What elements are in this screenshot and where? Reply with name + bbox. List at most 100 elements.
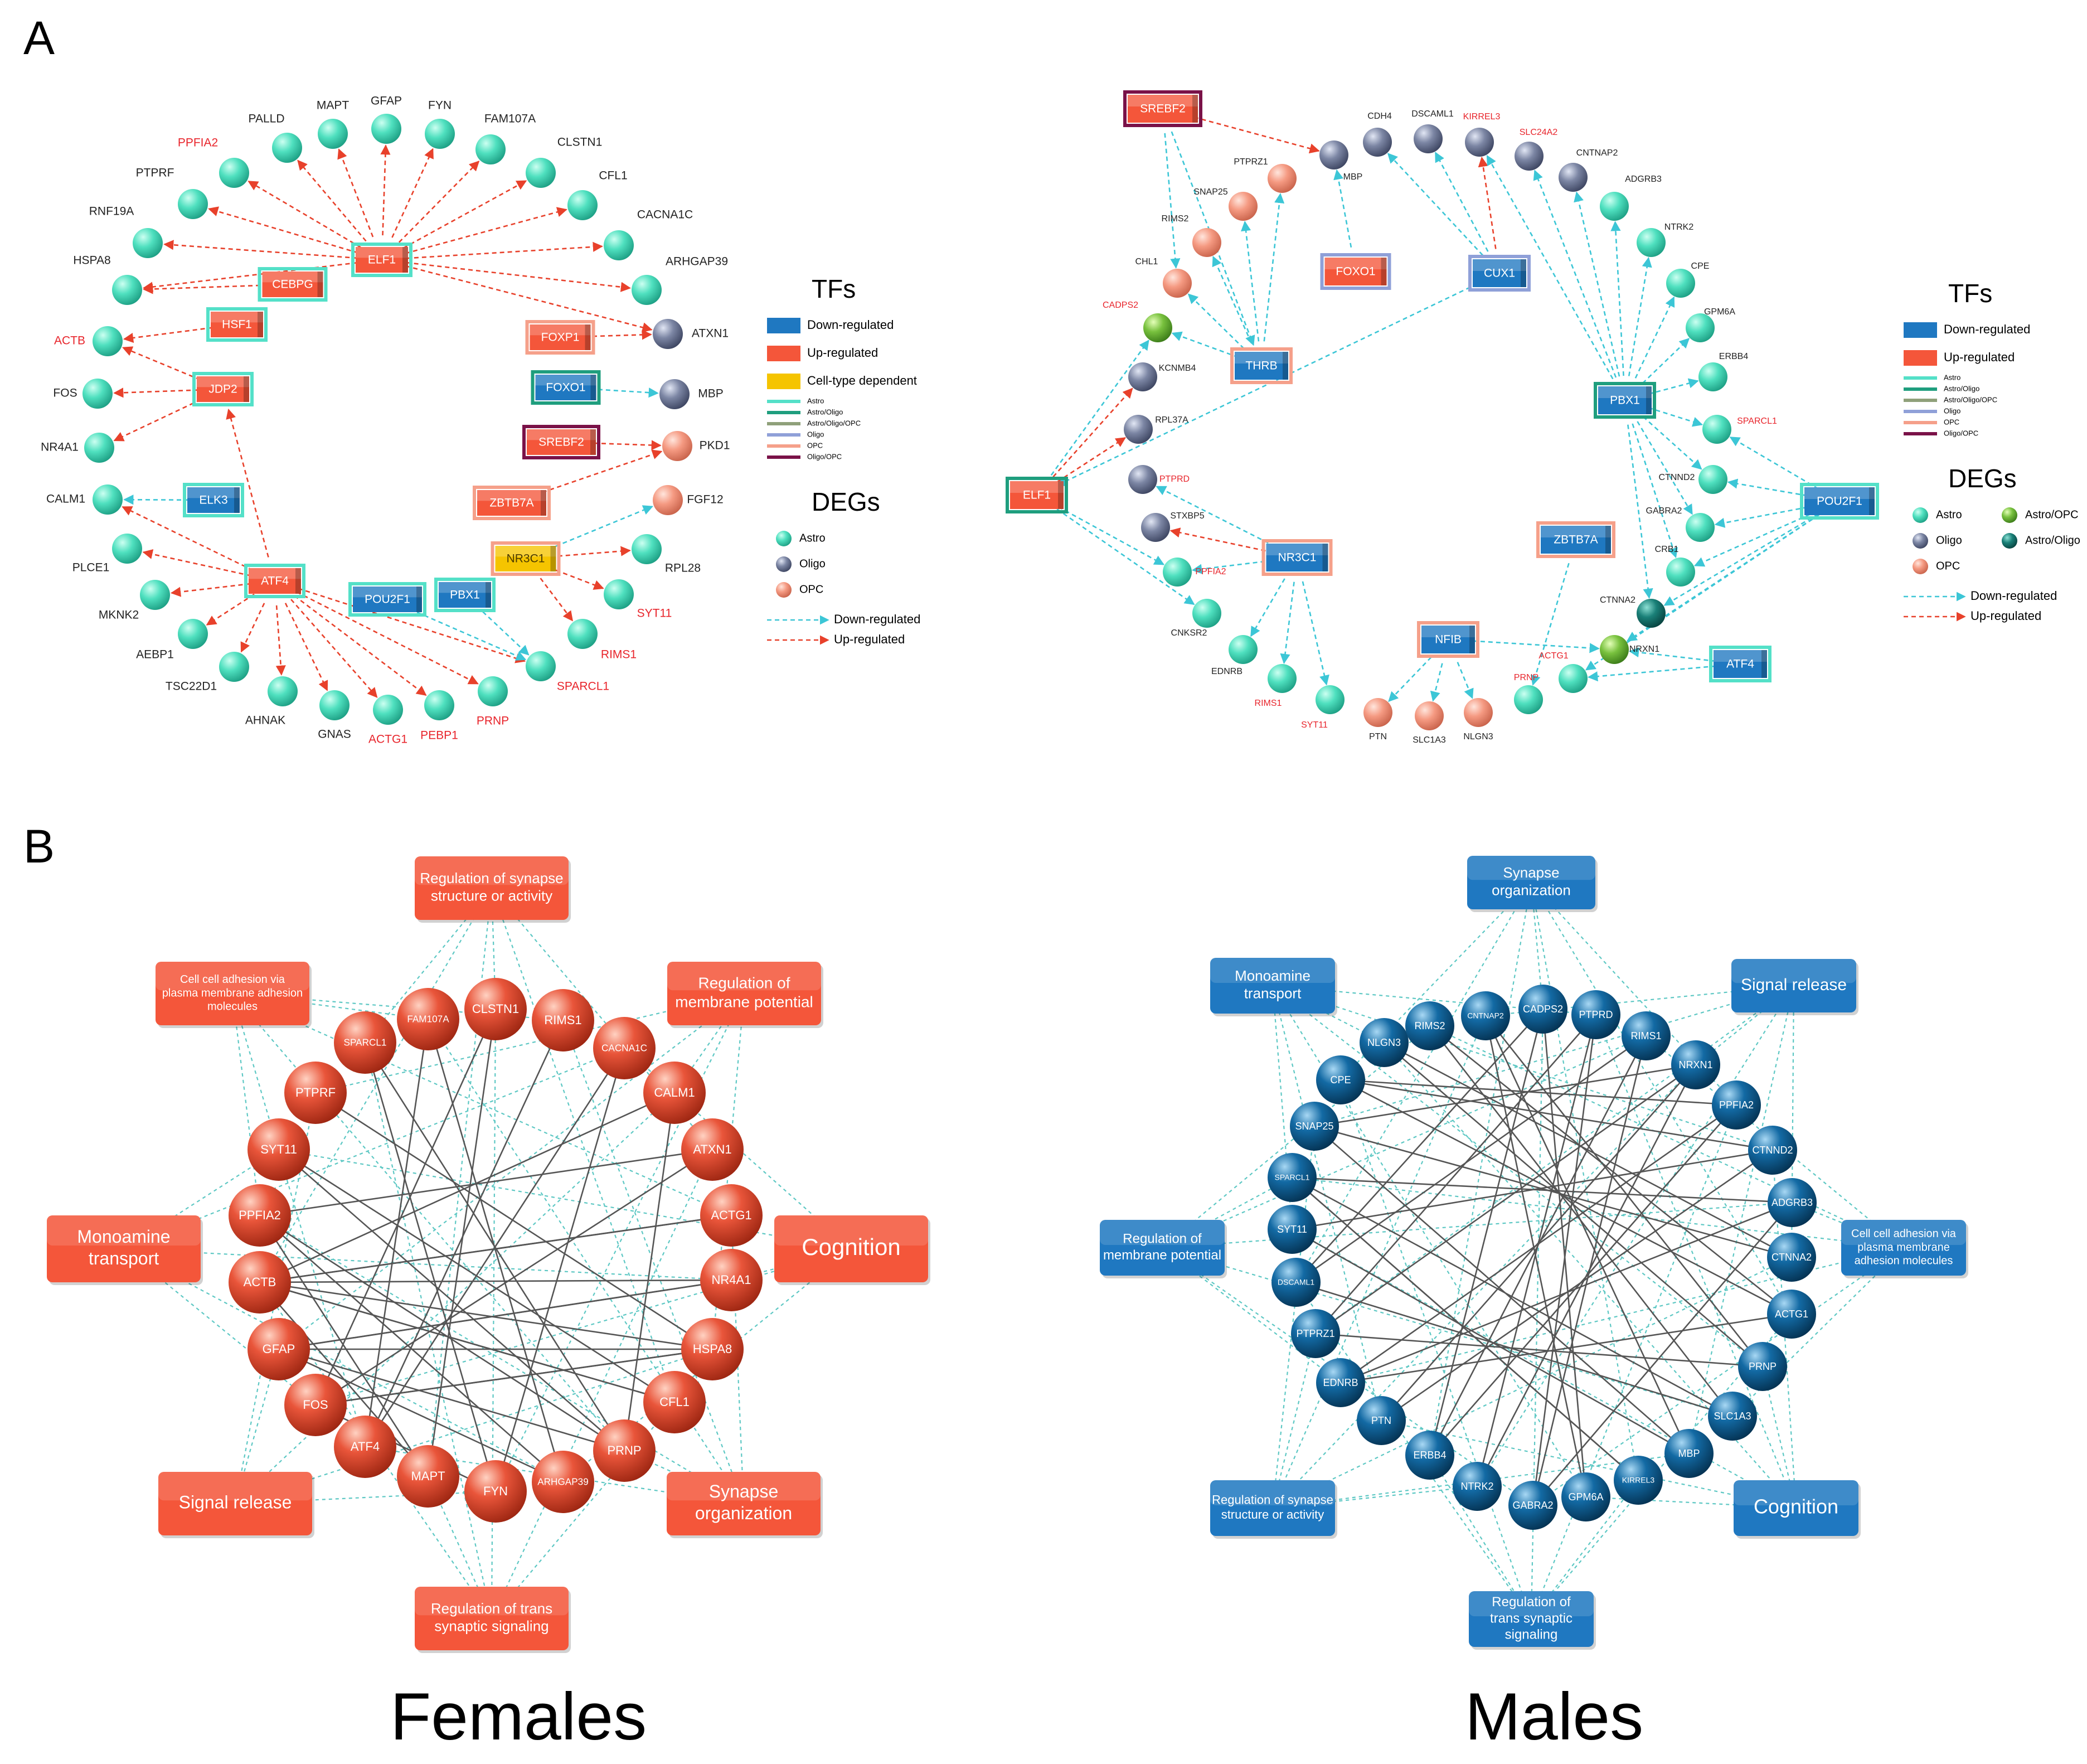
gene-label: CADPS2 — [1523, 1004, 1563, 1015]
gene-label: PTPRF — [295, 1085, 336, 1099]
gene-node-ptprz1 — [1291, 1309, 1340, 1358]
deg-label: NTRK2 — [1664, 222, 1694, 232]
legend-label: Oligo/OPC — [1944, 429, 1978, 437]
deg-node-fyn — [425, 119, 455, 149]
tf-node-srebf2: SREBF2 — [522, 425, 600, 459]
tf-node-pou2f1: POU2F1 — [1800, 483, 1879, 520]
gene-node-rims1 — [532, 989, 594, 1051]
gene-label: ADGRB3 — [1771, 1197, 1813, 1208]
gene-gene-link — [259, 1214, 732, 1283]
gene-label: RIMS1 — [1630, 1030, 1661, 1041]
go-term-label: Signal release — [1741, 976, 1847, 994]
gene-gene-link — [364, 1020, 564, 1447]
tf-label: ZBTB7A — [1554, 534, 1598, 546]
regulation-edge — [206, 593, 255, 626]
deg-label: PRNP — [1514, 673, 1538, 682]
deg-node-actg1 — [373, 695, 403, 725]
regulation-edge — [1627, 424, 1653, 599]
gene-node-prnp — [593, 1419, 656, 1482]
gene-gene-link — [278, 1348, 564, 1483]
regulation-edge — [1186, 114, 1320, 154]
gene-label: KIRREL3 — [1622, 1476, 1655, 1485]
regulation-edge — [1171, 131, 1255, 346]
gene-node-clstn1 — [464, 978, 527, 1040]
term-gene-link — [1271, 985, 1382, 1421]
panel-label-b: B — [23, 820, 55, 873]
gene-label: CTNNA2 — [1771, 1252, 1812, 1263]
go-term-label: Synapse — [709, 1481, 779, 1501]
deg-label: CTNNA2 — [1600, 595, 1635, 605]
deg-label: CACNA1C — [637, 209, 693, 221]
go-term-cognition: Cognition — [774, 1215, 930, 1285]
deg-label: DSCAML1 — [1411, 109, 1454, 119]
gene-label: NRXN1 — [1678, 1059, 1712, 1070]
gene-gene-link — [1484, 1015, 1587, 1498]
deg-node-mknk2 — [140, 580, 170, 610]
gene-gene-link — [1476, 1014, 1597, 1487]
regulation-edge — [1637, 421, 1693, 515]
gene-label: CNTNAP2 — [1467, 1011, 1504, 1020]
gene-node-fos — [284, 1374, 347, 1436]
deg-node-calm1 — [93, 484, 123, 515]
deg-label: PALLD — [249, 113, 285, 125]
legend-label: Astro/Oligo — [2025, 534, 2080, 546]
gene-node-mapt — [397, 1445, 459, 1508]
deg-node-ptn — [1363, 698, 1392, 727]
deg-node-fgf12 — [653, 485, 683, 515]
deg-label: CHL1 — [1135, 257, 1158, 266]
regulation-edge — [548, 505, 653, 550]
deg-node-arhgap39 — [632, 275, 662, 305]
legend-label: Down-regulated — [834, 612, 920, 626]
deg-label: MBP — [698, 387, 724, 400]
gene-gene-link — [259, 1214, 625, 1452]
deg-node-ptprz1 — [1268, 164, 1297, 193]
legend-label: OPC — [799, 583, 823, 595]
gene-label: DSCAML1 — [1278, 1278, 1314, 1287]
gene-node-fyn — [464, 1460, 527, 1523]
gene-label: SPARCL1 — [344, 1037, 387, 1048]
gene-gene-link — [1292, 1176, 1793, 1204]
deg-node-nlgn3 — [1464, 698, 1493, 727]
deg-label: RNF19A — [89, 205, 134, 218]
tf-node-nr3c1: NR3C1 — [1261, 539, 1333, 576]
gene-node-syt11 — [1268, 1205, 1317, 1254]
gene-label: PTPRZ1 — [1296, 1328, 1334, 1339]
deg-node-atxn1 — [653, 319, 683, 349]
term-gene-link — [232, 993, 625, 1451]
gene-gene-link — [1340, 1313, 1792, 1384]
regulation-edge — [1628, 256, 1652, 376]
deg-node-nrxn1 — [1600, 635, 1629, 664]
go-term-label: membrane potential — [1103, 1248, 1221, 1263]
go-term-label: Monoamine — [77, 1227, 170, 1247]
deg-label: NRXN1 — [1629, 644, 1659, 654]
deg-node-erbb4 — [1698, 362, 1727, 391]
regulation-edge — [406, 241, 603, 259]
gene-label: GFAP — [263, 1342, 295, 1356]
legend: TFsDown-regulatedUp-regulatedAstroAstro/… — [1904, 279, 2080, 623]
tf-node-pou2f1: POU2F1 — [348, 582, 426, 617]
regulation-edge — [122, 346, 201, 381]
gene-node-hspa8 — [681, 1318, 744, 1380]
deg-label: CDH4 — [1367, 112, 1392, 121]
gene-label: PRNP — [607, 1443, 641, 1457]
regulation-edge — [1057, 437, 1127, 483]
deg-label: CALM1 — [46, 493, 85, 506]
term-gene-link — [1162, 1177, 1293, 1248]
term-gene-link — [562, 1020, 745, 1504]
gene-gene-link — [623, 1092, 676, 1451]
deg-node-syt11 — [604, 579, 634, 609]
gene-node-kirrel3 — [1614, 1456, 1663, 1505]
tf-node-nr3c1: NR3C1 — [491, 541, 561, 576]
legend-label: Up-regulated — [807, 346, 878, 360]
legend-sphere-astro — [1913, 507, 1928, 523]
gene-label: ACTG1 — [711, 1208, 751, 1222]
deg-label: STXBP5 — [1170, 511, 1204, 521]
deg-label: RIMS2 — [1162, 214, 1189, 224]
regulation-edge — [296, 591, 479, 685]
tf-label: THRB — [1245, 360, 1277, 372]
deg-node-mbp — [1319, 140, 1348, 169]
regulation-edge — [1727, 478, 1816, 498]
term-gene-link — [1532, 1247, 1904, 1506]
tf-node-elk3: ELK3 — [183, 483, 244, 517]
